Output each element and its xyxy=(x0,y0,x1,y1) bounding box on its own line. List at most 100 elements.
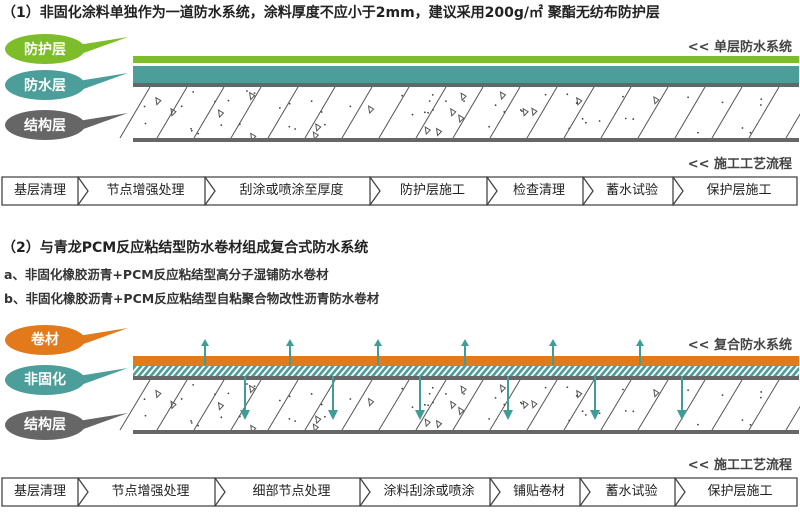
structure1-diagonal-line xyxy=(785,113,800,139)
structure1-aggregate-dot xyxy=(463,100,465,103)
structure2-aggregate xyxy=(312,423,320,433)
structure1-diagonal-line xyxy=(452,86,484,139)
structure1-aggregate xyxy=(458,114,465,124)
structure2-aggregate-dot xyxy=(494,396,497,399)
structure2-aggregate-dot xyxy=(411,406,414,409)
single-system-label: << 单层防水系统 xyxy=(687,40,792,55)
structure2-aggregate-dot xyxy=(697,423,699,426)
step-box xyxy=(203,176,371,206)
structure2-aggregate-dot xyxy=(190,422,193,424)
process-step: 节点增强处理 xyxy=(111,484,190,499)
structure1-aggregate-dot xyxy=(427,111,429,114)
structure2-aggregate-dot xyxy=(760,391,763,393)
structure1-aggregate-dot xyxy=(143,105,146,108)
structure1-aggregate-dot xyxy=(190,127,192,130)
structure1-diagonal-line xyxy=(304,86,336,139)
process-step: 涂料刮涂或喷涂 xyxy=(383,484,475,499)
structure2-aggregate-dot xyxy=(568,419,571,422)
structure1-aggregate-dot xyxy=(622,95,624,98)
structure2-aggregate-dot xyxy=(432,401,434,404)
process-label-2: << 施工工艺流程 xyxy=(687,458,792,473)
structure1-aggregate-dot xyxy=(687,96,690,99)
structure1-aggregate xyxy=(522,107,529,117)
structure1-aggregate-dot xyxy=(544,93,547,96)
bubble-structure-layer: 结构层 xyxy=(24,118,66,134)
structure1-aggregate-dot xyxy=(519,109,522,111)
structure1-aggregate xyxy=(170,107,177,117)
structure1-aggregate-dot xyxy=(488,125,491,128)
structure1-aggregate-dot xyxy=(721,101,724,104)
down-arrow-head xyxy=(590,410,600,420)
structure2-aggregate xyxy=(450,400,457,410)
process-step: 铺贴卷材 xyxy=(512,484,565,499)
structure2-aggregate-dot xyxy=(431,386,434,389)
structure1-aggregate-dot xyxy=(697,131,699,134)
structure-bubble-tail xyxy=(78,113,128,131)
structure2-aggregate-dot xyxy=(759,396,762,399)
step-box xyxy=(368,176,488,206)
structure1-diagonal-line xyxy=(711,86,743,139)
structure2-aggregate-dot xyxy=(253,385,256,388)
structure1-diagonal-line xyxy=(267,86,299,139)
structure2-aggregate xyxy=(531,399,538,409)
up-arrow-head xyxy=(201,339,209,346)
structure2-aggregate-dot xyxy=(519,401,522,404)
step-box xyxy=(671,176,798,206)
structure1-aggregate-dot xyxy=(197,132,200,135)
structure2-aggregate-dot xyxy=(581,410,584,413)
structure1-diagonal-line xyxy=(674,86,706,139)
structure2-aggregate xyxy=(217,401,225,411)
structure2-aggregate-dot xyxy=(566,386,569,389)
structure2-aggregate-dot xyxy=(687,389,690,392)
structure1-aggregate-dot xyxy=(428,100,431,102)
protection-bubble-tail xyxy=(78,37,128,55)
structure1-aggregate xyxy=(499,91,507,101)
structure1-aggregate-dot xyxy=(180,105,183,108)
structure1-aggregate xyxy=(653,95,660,105)
structure1-aggregate-dot xyxy=(566,93,569,96)
bubble-structure-layer-2: 结构层 xyxy=(24,417,66,433)
structure1-diagonal-line xyxy=(600,86,632,139)
structure1-aggregate-dot xyxy=(192,91,195,93)
up-arrow-head xyxy=(286,339,294,346)
structure1-aggregate-dot xyxy=(445,100,447,103)
structure1-aggregate-dot xyxy=(214,100,216,103)
process-step: 蓄水试验 xyxy=(605,484,658,499)
structure1-aggregate-dot xyxy=(349,105,352,108)
option-a: a、非固化橡胶沥青+PCM反应粘结型高分子湿铺防水卷材 xyxy=(4,267,329,282)
structure2-diagonal-line xyxy=(785,405,800,431)
structure1-aggregate-dot xyxy=(494,104,497,107)
structure1-aggregate-dot xyxy=(227,99,230,102)
up-arrow-head xyxy=(549,339,557,346)
process-step: 检查清理 xyxy=(512,183,565,198)
bubble-protection-layer: 防护层 xyxy=(24,42,66,58)
structure1-diagonal-line xyxy=(748,86,780,139)
structure1-diagonal-line xyxy=(119,86,151,139)
structure1-aggregate-dot xyxy=(288,102,291,105)
section1-title: （1）非固化涂料单独作为一道防水系统，涂料厚度不应小于2mm，建议采用200g/… xyxy=(2,5,660,21)
structure2-aggregate-dot xyxy=(520,402,523,405)
structure2-aggregate-dot xyxy=(401,387,404,390)
structure2-aggregate xyxy=(155,389,162,399)
waterproof-layer xyxy=(133,66,799,83)
composite-system-label: << 复合防水系统 xyxy=(687,338,792,353)
structure2-aggregate-dot xyxy=(423,403,426,406)
structure1-aggregate-dot xyxy=(288,125,291,128)
bottom-line-2 xyxy=(133,430,799,434)
step-box xyxy=(358,477,491,507)
structure1-aggregate-dot xyxy=(520,110,523,113)
step-box xyxy=(578,477,676,507)
structure1-diagonal-line xyxy=(230,86,262,139)
structure2-aggregate-dot xyxy=(749,423,752,426)
structure2-aggregate-dot xyxy=(278,399,281,402)
structure1-diagonal-line xyxy=(563,86,595,139)
structure2-aggregate-dot xyxy=(349,398,352,400)
structure2-aggregate-dot xyxy=(632,410,635,413)
process-step: 防护层施工 xyxy=(399,183,465,198)
structure2-aggregate-dot xyxy=(584,414,587,416)
structure1-aggregate xyxy=(367,105,375,115)
structure2-aggregate-dot xyxy=(488,417,491,420)
waterproof-bubble-shape xyxy=(5,70,85,100)
structure2-aggregate xyxy=(248,384,256,394)
step-box xyxy=(485,176,584,206)
